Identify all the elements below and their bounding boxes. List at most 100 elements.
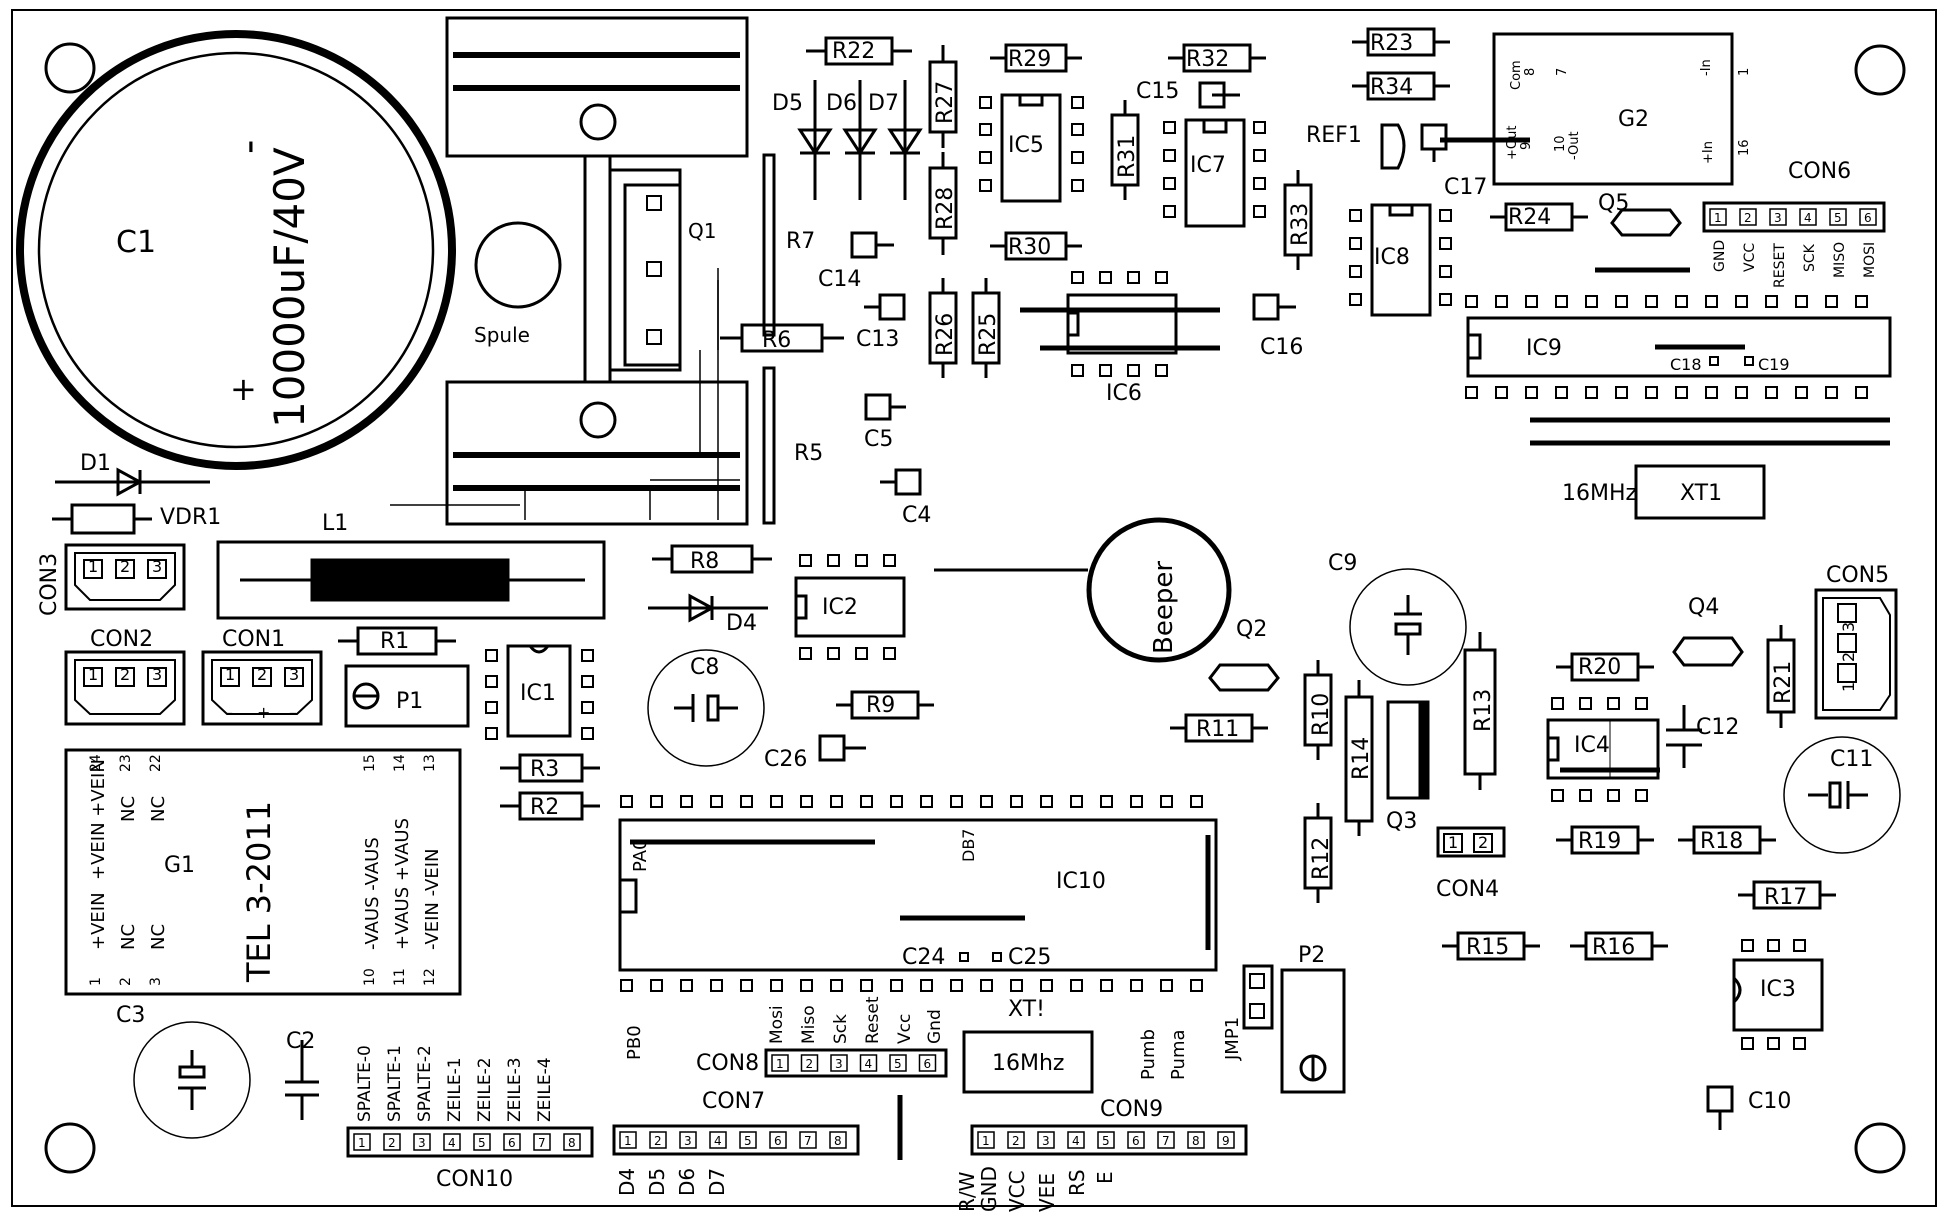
g1-pin-22: 22 — [148, 754, 164, 772]
crystal-XT1 — [1634, 464, 1766, 520]
ic10-pin-pad — [1160, 979, 1173, 992]
ic10-pin-pad — [860, 979, 873, 992]
con9-signal-gnd: GND — [977, 1166, 1001, 1212]
transistor-Q4 — [1672, 636, 1744, 667]
label-CON8: CON8 — [696, 1051, 759, 1076]
ic10-pin-pad — [1010, 979, 1023, 992]
trimmer-P2 — [1280, 968, 1346, 1094]
label-XT-freq: 16Mhz — [992, 1051, 1064, 1076]
con8-pin-box — [800, 1054, 819, 1072]
ic10-pin-pad — [830, 979, 843, 992]
ic10-pin-pad — [1010, 795, 1023, 808]
con9-pin-box — [1187, 1131, 1205, 1149]
con10-pin-number: 3 — [418, 1136, 426, 1150]
con10-pin-box — [503, 1133, 521, 1151]
label-R3: R3 — [530, 757, 559, 782]
label-C14: C14 — [818, 267, 861, 292]
connector-CON9 — [970, 1124, 1248, 1156]
ic9-pin-pad — [1825, 295, 1838, 308]
label-C1: C1 — [116, 225, 156, 260]
con6-pin-box — [1709, 208, 1727, 226]
label-CON4: CON4 — [1436, 877, 1499, 902]
con7-pin-box — [799, 1131, 817, 1149]
ic10-pin-pad — [1070, 979, 1083, 992]
ic10-pin-pad — [980, 979, 993, 992]
con8-pin-number: 4 — [865, 1057, 873, 1071]
ic10-pin-pad — [1040, 795, 1053, 808]
label-XT1-freq: 16MHz — [1562, 481, 1637, 506]
con7-pin-box — [679, 1131, 697, 1149]
ic-IC8 — [1349, 203, 1452, 317]
con7-pin-number: 1 — [624, 1134, 632, 1148]
con1-pin-3: 3 — [289, 665, 299, 684]
con9-pin-box — [1037, 1131, 1055, 1149]
resistors-top — [806, 27, 1588, 261]
ic9-pin-pad — [1705, 295, 1718, 308]
label-IC2: IC2 — [822, 595, 858, 620]
con10-pin-number: 8 — [568, 1136, 576, 1150]
resistor-R1 — [338, 626, 456, 656]
ic10-pin-pad — [1130, 795, 1143, 808]
g1-label-vein-top: +VEIN +VEIN — [88, 759, 109, 880]
ic10-pin-pad — [800, 979, 813, 992]
con8-signal-reset: Reset — [863, 996, 883, 1044]
label-CON7: CON7 — [702, 1089, 765, 1114]
g1-pin-15: 15 — [362, 754, 378, 772]
ic-IC3 — [1732, 939, 1824, 1050]
con9-pin-number: 9 — [1222, 1134, 1230, 1148]
con8-pin-box — [859, 1054, 878, 1072]
ic10-pin-pad — [1070, 795, 1083, 808]
label-Q3: Q3 — [1386, 809, 1417, 834]
ic-IC7 — [1163, 118, 1266, 228]
con5-pin-3: 3 — [1839, 622, 1858, 632]
ic9-pin-pad — [1615, 295, 1628, 308]
con8-pin-number: 5 — [894, 1057, 902, 1071]
mounting-holes — [44, 42, 1906, 1174]
ic10-pin-pad — [1040, 979, 1053, 992]
con7-pin-box — [619, 1131, 637, 1149]
ic9-pin-pad — [1615, 386, 1628, 399]
ic-IC1 — [485, 644, 594, 740]
ic9-pin-pad — [1585, 386, 1598, 399]
con7-signal-d7: D7 — [705, 1168, 729, 1196]
connector-pin-pad — [115, 667, 135, 687]
ic10-pin-pad — [830, 795, 843, 808]
ic9-pin-pad — [1735, 386, 1748, 399]
label-C1-minus: - — [226, 140, 272, 154]
ic10-pin-pad — [1100, 979, 1113, 992]
label-CON5: CON5 — [1826, 563, 1889, 588]
g1-pin-23: 23 — [118, 754, 134, 772]
label-C4: C4 — [902, 503, 931, 528]
con3-pin-3: 3 — [152, 557, 162, 576]
ic10-pin-pad — [620, 795, 633, 808]
con3-pin-2: 2 — [120, 557, 130, 576]
label-R8: R8 — [690, 549, 719, 574]
ic9-pin-pad — [1525, 295, 1538, 308]
ic10-pin-pad — [1160, 795, 1173, 808]
inductor-L1 — [216, 540, 606, 620]
connector-CON7 — [612, 1124, 860, 1156]
label-R5: R5 — [794, 441, 823, 466]
g2-pin-9: 9 — [1519, 142, 1534, 150]
ic9-pin-pad — [1765, 386, 1778, 399]
ic10-pin-pad — [680, 795, 693, 808]
label-C16: C16 — [1260, 335, 1303, 360]
con6-pin-box — [1799, 208, 1817, 226]
ic-IC2 — [794, 554, 906, 660]
label-R1: R1 — [380, 629, 409, 654]
con8-signal-vcc: Vcc — [895, 1014, 915, 1044]
con9-pin-number: 5 — [1102, 1134, 1110, 1148]
con10-signal-spalte0: SPALTE-0 — [355, 1045, 375, 1122]
connector-pin-pad — [1837, 633, 1857, 653]
label-G2: G2 — [1618, 107, 1649, 132]
label-D4: D4 — [726, 611, 757, 636]
g2-plus-in: +In — [1701, 141, 1716, 164]
label-C12: C12 — [1696, 715, 1739, 740]
con9-pin-number: 3 — [1042, 1134, 1050, 1148]
resistors-vertical-top — [928, 45, 1313, 378]
label-R24: R24 — [1508, 205, 1551, 230]
con10-pin-number: 2 — [388, 1136, 396, 1150]
varistor-VDR1 — [52, 503, 152, 535]
label-C18: C18 — [1670, 355, 1702, 374]
